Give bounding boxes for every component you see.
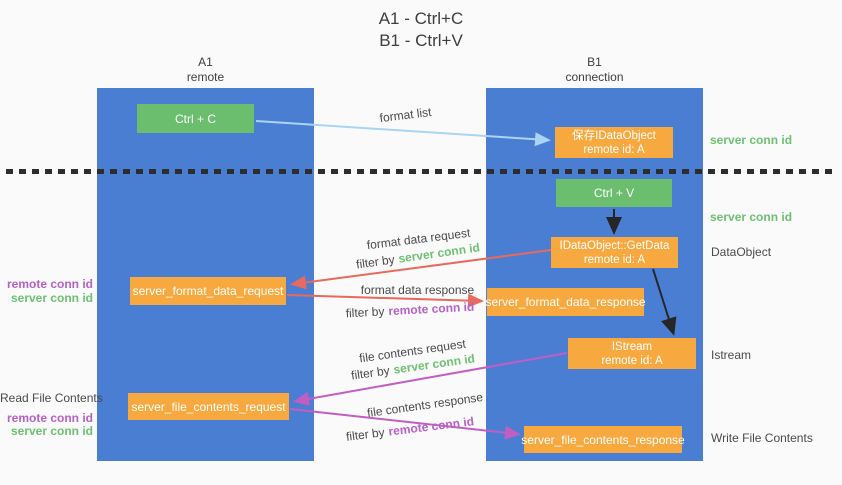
save-dataobject-line2: remote id: A [583, 143, 645, 156]
getdata-line1: IDataObject::GetData [559, 239, 670, 252]
getdata-box: IDataObject::GetData remote id: A [551, 237, 678, 268]
write-file-contents-label: Write File Contents [711, 431, 813, 445]
title-line-2: B1 - Ctrl+V [379, 31, 463, 50]
title-line-1: A1 - Ctrl+C [378, 9, 464, 28]
column-a1-name: A1 [198, 55, 213, 69]
format-data-response-label: format data response [360, 283, 475, 297]
filter-by-text: filter by [345, 425, 386, 444]
dataobject-label: DataObject [711, 245, 772, 259]
server-conn-id-right-top: server conn id [710, 133, 793, 147]
format-list-label: format list [378, 104, 433, 126]
filter-by-text: filter by [345, 304, 385, 321]
ctrl-v-label: Ctrl + V [593, 186, 635, 200]
ctrl-c-label: Ctrl + C [174, 111, 216, 126]
server-file-contents-response-label: server_file_contents_response [521, 432, 685, 447]
column-header-b1: B1 connection [486, 55, 703, 85]
save-dataobject-line1: 保存IDataObject [572, 129, 656, 142]
server-conn-id-left-bottom: server conn id [10, 424, 93, 438]
server-format-data-response-box: server_format_data_response [485, 288, 646, 316]
server-format-data-request-box: server_format_data_request [130, 277, 286, 305]
diagram-title: A1 - Ctrl+C B1 - Ctrl+V [0, 8, 842, 52]
server-format-data-request-label: server_format_data_request [132, 284, 284, 298]
filter-by-text: filter by [355, 252, 396, 272]
read-file-contents-label: Read File Contents [0, 391, 103, 405]
getdata-line2: remote id: A [583, 253, 646, 266]
remote-conn-id-text: remote conn id [387, 299, 475, 319]
istream-box: IStream remote id: A [568, 338, 696, 369]
remote-conn-id-left-bottom: remote conn id [6, 411, 93, 425]
server-file-contents-response-box: server_file_contents_response [521, 426, 685, 453]
server-conn-id-left-top: server conn id [10, 291, 93, 305]
ctrl-v-box: Ctrl + V [556, 179, 672, 207]
filter-by-text: filter by [350, 363, 391, 383]
remote-conn-id-text: remote conn id [387, 414, 475, 439]
istream-side-label: Istream [711, 348, 752, 362]
save-dataobject-box: 保存IDataObject remote id: A [555, 127, 673, 158]
session-divider-dotted-line [6, 169, 836, 174]
ctrl-c-box: Ctrl + C [137, 104, 254, 133]
column-b1-role: connection [565, 70, 624, 84]
column-a1-role: remote [186, 70, 225, 84]
server-conn-id-right-mid: server conn id [710, 210, 793, 224]
server-file-contents-request-label: server_file_contents_request [131, 399, 286, 414]
column-b1-name: B1 [587, 55, 602, 69]
istream-line1: IStream [611, 340, 653, 353]
remote-conn-id-left-top: remote conn id [6, 277, 93, 291]
server-format-data-response-label: server_format_data_response [485, 295, 646, 309]
server-file-contents-request-box: server_file_contents_request [128, 393, 289, 420]
istream-line2: remote id: A [601, 354, 663, 367]
column-header-a1: A1 remote [97, 55, 314, 85]
